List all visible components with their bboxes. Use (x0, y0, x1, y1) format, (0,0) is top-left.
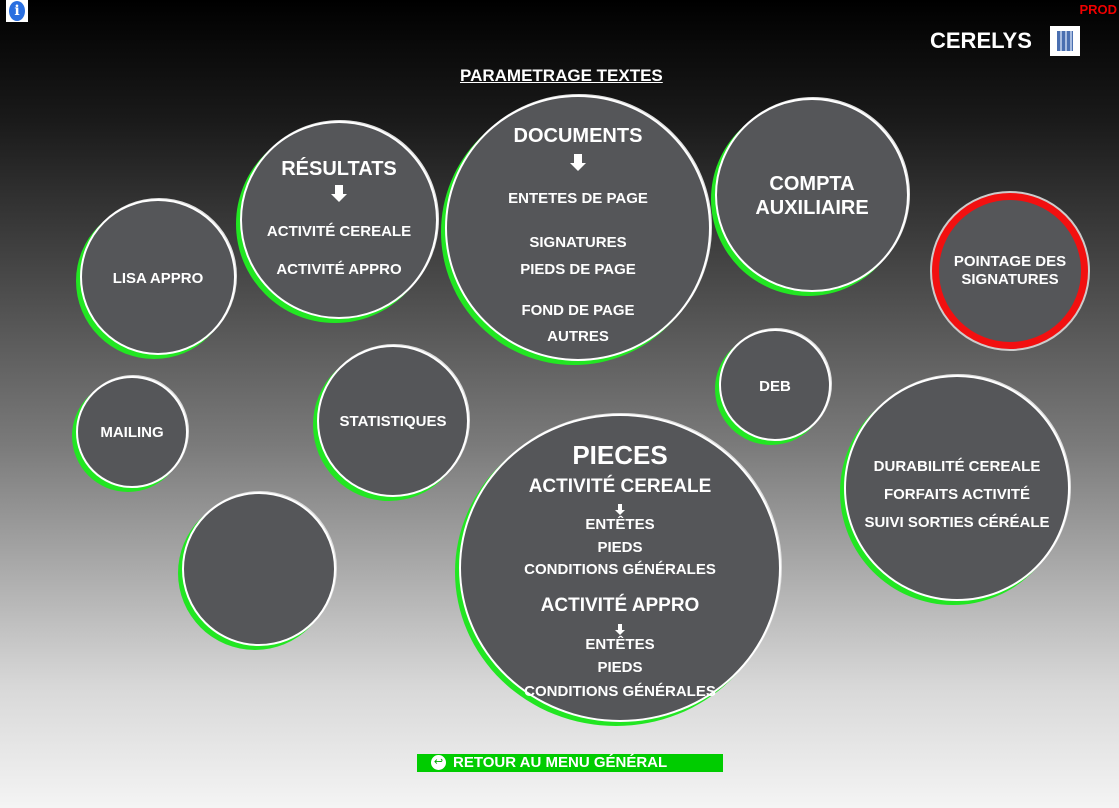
bubble-label: AUXILIAIRE (755, 197, 869, 219)
environment-label: PROD (1079, 2, 1117, 17)
link-autres[interactable]: AUTRES (547, 328, 609, 345)
bubble-label: MAILING (100, 424, 164, 441)
bubble-resultats[interactable]: RÉSULTATS ACTIVITÉ CEREALE ACTIVITÉ APPR… (240, 121, 438, 319)
link-pieds-de-page[interactable]: PIEDS DE PAGE (520, 261, 636, 278)
link-forfaits-activite[interactable]: FORFAITS ACTIVITÉ (883, 486, 1031, 503)
page-title: PARAMETRAGE TEXTES (460, 66, 663, 85)
bubble-compta-auxiliaire[interactable]: COMPTA AUXILIAIRE (715, 98, 909, 292)
back-to-main-menu-button[interactable]: ↩ RETOUR AU MENU GÉNÉRAL (417, 754, 723, 772)
link-cereale-conditions[interactable]: CONDITIONS GÉNÉRALES (524, 561, 716, 578)
section-title: ACTIVITÉ APPRO (540, 595, 700, 616)
building-icon (1050, 26, 1080, 56)
bubble-title: RÉSULTATS (281, 158, 397, 180)
link-resultats-appro[interactable]: ACTIVITÉ APPRO (276, 261, 402, 278)
bubble-pointage-signatures[interactable]: POINTAGE DES SIGNATURES (930, 191, 1090, 351)
bubble-label: LISA APPRO (112, 270, 204, 287)
bubble-deb[interactable]: DEB (719, 329, 831, 441)
link-resultats-cereale[interactable]: ACTIVITÉ CEREALE (266, 223, 412, 240)
bubble-durabilite[interactable]: DURABILITÉ CEREALE FORFAITS ACTIVITÉ SUI… (844, 375, 1070, 601)
bubble-lisa-appro[interactable]: LISA APPRO (80, 199, 236, 355)
back-label: RETOUR AU MENU GÉNÉRAL (453, 754, 668, 771)
bubble-label: STATISTIQUES (339, 413, 447, 430)
brand-name: CERELYS (930, 28, 1032, 53)
link-cereale-pieds[interactable]: PIEDS (597, 539, 643, 556)
info-icon[interactable]: i (6, 0, 28, 22)
bubble-documents[interactable]: DOCUMENTS ENTETES DE PAGE SIGNATURES PIE… (445, 95, 711, 361)
link-entetes-de-page[interactable]: ENTETES DE PAGE (508, 190, 648, 207)
link-suivi-sorties-cereale[interactable]: SUIVI SORTIES CÉRÉALE (864, 514, 1050, 531)
bubble-pieces[interactable]: PIECES ACTIVITÉ CEREALE ENTÊTES PIEDS CO… (459, 414, 781, 722)
link-durabilite-cereale[interactable]: DURABILITÉ CEREALE (873, 458, 1041, 475)
bubble-label: POINTAGE DES (953, 253, 1067, 270)
link-appro-conditions[interactable]: CONDITIONS GÉNÉRALES (524, 683, 716, 700)
bubble-title: PIECES (572, 440, 668, 470)
back-icon: ↩ (431, 755, 446, 770)
bubble-statistiques[interactable]: STATISTIQUES (317, 345, 469, 497)
link-cereale-entetes[interactable]: ENTÊTES (585, 516, 655, 533)
bubble-empty[interactable] (182, 492, 336, 646)
link-signatures[interactable]: SIGNATURES (529, 234, 627, 251)
bubble-label: COMPTA (769, 173, 855, 195)
bubble-label: SIGNATURES (961, 271, 1059, 288)
section-title: ACTIVITÉ CEREALE (528, 476, 712, 497)
link-fond-de-page[interactable]: FOND DE PAGE (521, 302, 635, 319)
bubble-title: DOCUMENTS (513, 125, 643, 147)
link-appro-entetes[interactable]: ENTÊTES (585, 636, 655, 653)
bubble-label: DEB (759, 378, 791, 395)
link-appro-pieds[interactable]: PIEDS (597, 659, 643, 676)
bubble-mailing[interactable]: MAILING (76, 376, 188, 488)
